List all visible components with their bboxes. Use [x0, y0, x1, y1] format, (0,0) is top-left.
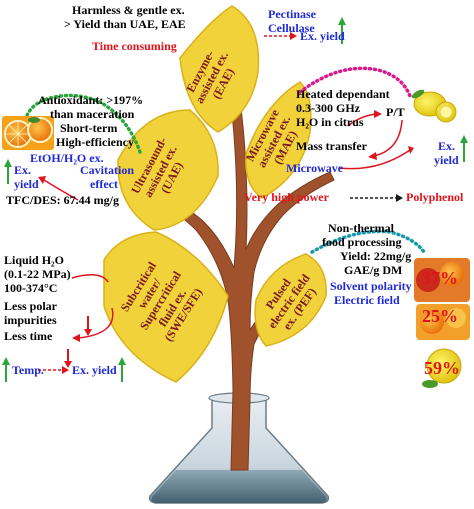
- ultrasound-yield-1: Ex.: [14, 163, 32, 177]
- leaf-ultrasound: [117, 109, 219, 231]
- swe-curved-arrow: [71, 274, 109, 283]
- temp-up-head: [2, 357, 10, 365]
- power-arrowhead: [396, 194, 403, 202]
- pef-note-3: Yield: 22mg/g: [340, 249, 412, 263]
- polyphenol-label: Polyphenol: [406, 190, 464, 204]
- pef-note-1: Non-thermal: [328, 221, 394, 235]
- pt-label: P/T: [386, 105, 405, 119]
- swe-note-1: Liquid H₂O: [4, 253, 64, 267]
- pectinase-label: Pectinase: [268, 7, 316, 21]
- temp-label: Temp.: [12, 363, 44, 377]
- impurity-curved-arrow: [77, 307, 114, 339]
- swe-note-4: Less polar: [4, 299, 58, 313]
- leaf-swe: [103, 231, 229, 383]
- microwave-mass-transfer-head: [368, 152, 377, 160]
- swe-yield-label: Ex. yield: [72, 363, 117, 377]
- cavitation-arrowhead: [38, 176, 46, 184]
- percentage-25: 25%: [422, 306, 458, 326]
- mass-transfer-label: Mass transfer: [296, 139, 367, 153]
- cavitation-label-1: Cavitation: [80, 163, 134, 177]
- enzyme-yield-label: Ex. yield: [300, 29, 345, 43]
- ultrasound-note-2: than maceration: [50, 107, 135, 121]
- microwave-return-head: [408, 146, 414, 154]
- pef-note-4: GAE/g DM: [344, 263, 403, 277]
- microwave-arrow-to-pt: [347, 113, 377, 127]
- tfc-des-label: TFC/DES: 67.44 mg/g: [6, 193, 120, 207]
- ultrasound-yield-2: yield: [14, 177, 39, 191]
- microwave-arrow-to-pt-head: [374, 110, 382, 118]
- cavitation-label-2: effect: [90, 177, 118, 191]
- microwave-yield-2: yield: [434, 153, 459, 167]
- impurity-arrowhead: [72, 334, 80, 342]
- microwave-note-1: Heated dependant: [296, 87, 390, 101]
- leaf-pef: [254, 253, 327, 347]
- microwave-return-arrow: [339, 149, 411, 170]
- temp-arrowhead: [62, 366, 69, 374]
- microwave-word-label: Microwave: [286, 161, 344, 175]
- microwave-mass-transfer-arrow: [373, 119, 403, 157]
- very-high-power-label: Very high power: [244, 190, 329, 204]
- orange-slices-image: [2, 116, 54, 150]
- enzyme-arrowhead: [290, 32, 297, 40]
- cavitation-curved-arrow: [43, 179, 79, 201]
- pef-note-2: food processing: [322, 235, 402, 249]
- enzyme-drawback: Time consuming: [92, 39, 177, 53]
- citrus-fruit-collage: [414, 258, 470, 388]
- enzyme-note-1: Harmless & gentle ex.: [72, 3, 185, 17]
- etoh-solvent-label: EtOH/H₂O ex.: [30, 151, 104, 165]
- swe-note-5: impurities: [4, 313, 57, 327]
- electric-field-label: Electric field: [334, 293, 400, 307]
- swe-note-2: (0.1-22 MPa): [4, 267, 71, 281]
- magenta-dotted-arc: [298, 66, 412, 98]
- microwave-note-3: H₂O in citrus: [296, 115, 364, 129]
- ultrasound-yield-up-head: [4, 159, 12, 167]
- swe-down-head-1: [84, 329, 92, 336]
- lemon-image: [411, 89, 457, 123]
- cellulase-label: Cellulase: [268, 21, 315, 35]
- swe-note-3: 100-374°C: [4, 281, 58, 295]
- ultrasound-note-3: Short-term: [60, 121, 118, 135]
- leaf-enzyme: [179, 5, 260, 133]
- swe-note-6: Less time: [4, 329, 53, 343]
- ultrasound-note-1: Antioxidant: >197%: [38, 93, 144, 107]
- percentage-37: 37%: [422, 268, 458, 288]
- swe-yield-up-head: [118, 357, 126, 365]
- leaf-microwave: [245, 81, 312, 199]
- percentage-59: 59%: [424, 358, 460, 378]
- microwave-yield-1: Ex.: [438, 139, 456, 153]
- green-dotted-arc: [24, 93, 142, 154]
- microwave-yield-up-head: [460, 135, 468, 143]
- teal-dotted-arc: [310, 229, 426, 254]
- microwave-note-2: 0.3-300 GHz: [296, 101, 360, 115]
- ultrasound-note-4: High-efficiency: [56, 135, 134, 149]
- solvent-polarity-label: Solvent polarity: [330, 279, 412, 293]
- swe-down-head-2: [64, 361, 72, 368]
- enzyme-up-arrowhead: [338, 17, 346, 25]
- enzyme-note-2: > Yield than UAE, EAE: [64, 17, 186, 31]
